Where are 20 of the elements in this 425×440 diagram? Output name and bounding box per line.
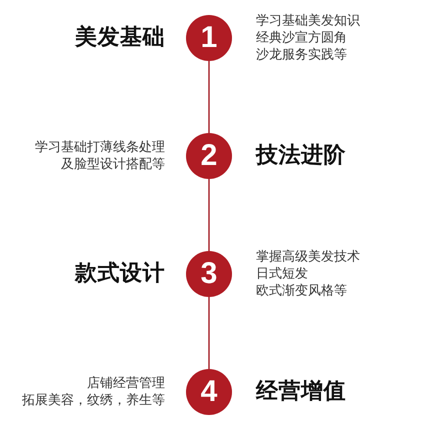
step-description: 沙龙服务实践等 <box>256 46 347 64</box>
connector-line <box>208 179 210 251</box>
step-description: 欧式渐变风格等 <box>256 282 347 300</box>
step-description: 学习基础美发知识 <box>256 12 360 30</box>
connector-line <box>208 297 210 369</box>
step-description: 经典沙宣方圆角 <box>256 30 347 46</box>
number-circle: 1 <box>186 15 232 61</box>
number-circle: 4 <box>186 369 232 415</box>
step-heading: 技法进阶 <box>256 142 346 170</box>
step-heading: 经营增值 <box>256 378 346 406</box>
number-circle: 3 <box>186 251 232 297</box>
step-description: 日式短发 <box>256 266 308 282</box>
number-circle: 2 <box>186 133 232 179</box>
step-heading: 美发基础 <box>75 24 165 52</box>
step-description: 店铺经营管理 <box>87 375 165 392</box>
step-description: 掌握高级美发技术 <box>256 248 360 266</box>
step-description: 拓展美容，纹绣，养生等 <box>22 392 165 409</box>
step-description: 学习基础打薄线条处理及脸型设计搭配等 <box>35 139 165 173</box>
step-heading: 款式设计 <box>75 260 165 288</box>
connector-line <box>208 61 210 133</box>
